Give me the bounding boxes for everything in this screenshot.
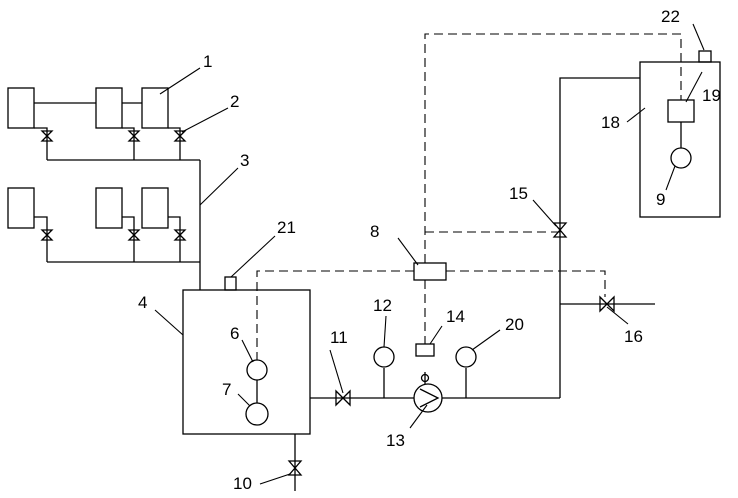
label-19: 19	[702, 86, 721, 105]
float-6	[247, 360, 267, 380]
leader-line	[260, 474, 290, 484]
label-9: 9	[656, 190, 665, 209]
leader-line	[693, 24, 704, 50]
branch-pipe	[122, 128, 134, 160]
leader-line	[330, 350, 343, 393]
leader-line	[430, 326, 442, 344]
label-3: 3	[240, 151, 249, 170]
label-2: 2	[230, 92, 239, 111]
sensor-14	[416, 344, 434, 356]
gauge-20	[456, 347, 476, 367]
terminal-units-upper	[8, 88, 200, 160]
pump-arrow	[420, 389, 438, 407]
float-9	[671, 148, 691, 168]
label-6: 6	[230, 324, 239, 343]
leader-line	[242, 340, 253, 362]
tank-vent-21	[225, 277, 236, 290]
label-13: 13	[386, 431, 405, 450]
label-11: 11	[330, 328, 348, 347]
label-4: 4	[138, 293, 147, 312]
leader-line	[182, 108, 228, 132]
label-14: 14	[446, 307, 465, 326]
leader-line	[238, 394, 250, 406]
terminal-units-lower	[8, 188, 200, 262]
leader-line	[155, 310, 183, 335]
terminal-unit	[96, 188, 122, 228]
supply-riser	[560, 78, 640, 398]
leader-line	[398, 238, 418, 265]
leader-line	[472, 330, 500, 350]
leader-line	[686, 72, 702, 102]
terminal-unit	[96, 88, 122, 128]
pump-7	[246, 403, 268, 425]
label-18: 18	[601, 113, 620, 132]
label-8: 8	[370, 222, 379, 241]
label-20: 20	[505, 315, 524, 334]
label-16: 16	[624, 327, 643, 346]
leader-line	[384, 316, 386, 347]
controller-8	[414, 263, 446, 280]
terminal-unit	[8, 188, 34, 228]
signal-line	[425, 34, 681, 263]
leader-line	[160, 68, 200, 94]
label-15: 15	[509, 184, 528, 203]
label-10: 10	[233, 474, 252, 493]
leader-line	[533, 200, 556, 226]
terminal-unit	[8, 88, 34, 128]
signal-line	[446, 271, 605, 297]
leader-line	[607, 307, 628, 324]
leader-line	[200, 168, 238, 205]
label-12: 12	[373, 296, 392, 315]
leader-line	[666, 166, 675, 190]
controller-19	[668, 100, 694, 122]
branch-pipe	[34, 128, 47, 160]
label-21: 21	[277, 218, 296, 237]
label-7: 7	[222, 380, 231, 399]
label-1: 1	[203, 52, 212, 71]
gauge-12	[374, 347, 394, 367]
label-22: 22	[661, 7, 680, 26]
terminal-unit	[142, 88, 168, 128]
tank-vent-22	[699, 51, 711, 62]
terminal-unit	[142, 188, 168, 228]
branch-pipe	[168, 128, 180, 160]
leader-line	[627, 108, 645, 122]
valve-symbols	[42, 131, 614, 475]
